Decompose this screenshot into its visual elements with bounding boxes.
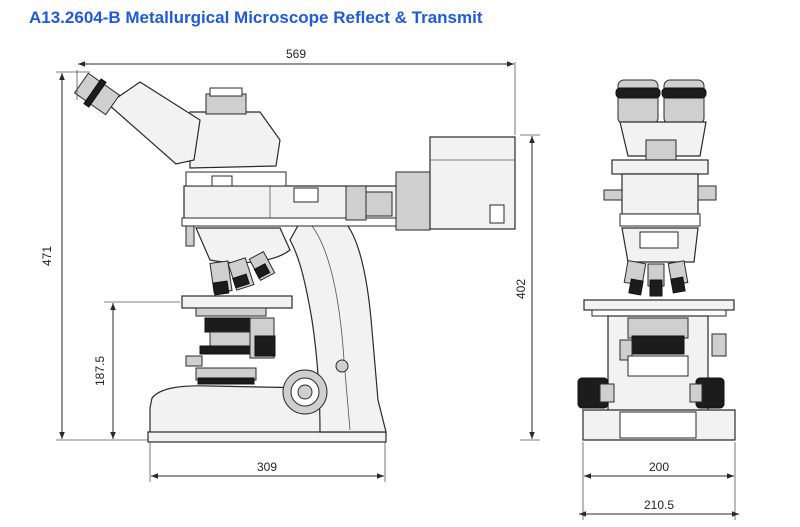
page-title: A13.2604-B Metallurgical Microscope Refl… [29, 8, 483, 27]
dim-569-label: 569 [286, 47, 306, 61]
dim-402-label: 402 [514, 279, 528, 299]
dim-210-5-label: 210.5 [644, 498, 674, 512]
front-view-microscope [577, 79, 736, 441]
side-view-microscope [73, 72, 516, 443]
dim-471-label: 471 [40, 246, 54, 266]
dim-309-label: 309 [257, 460, 277, 474]
dim-187-5-label: 187.5 [93, 356, 107, 386]
dim-200-label: 200 [649, 460, 669, 474]
dimension-lines [56, 61, 739, 520]
